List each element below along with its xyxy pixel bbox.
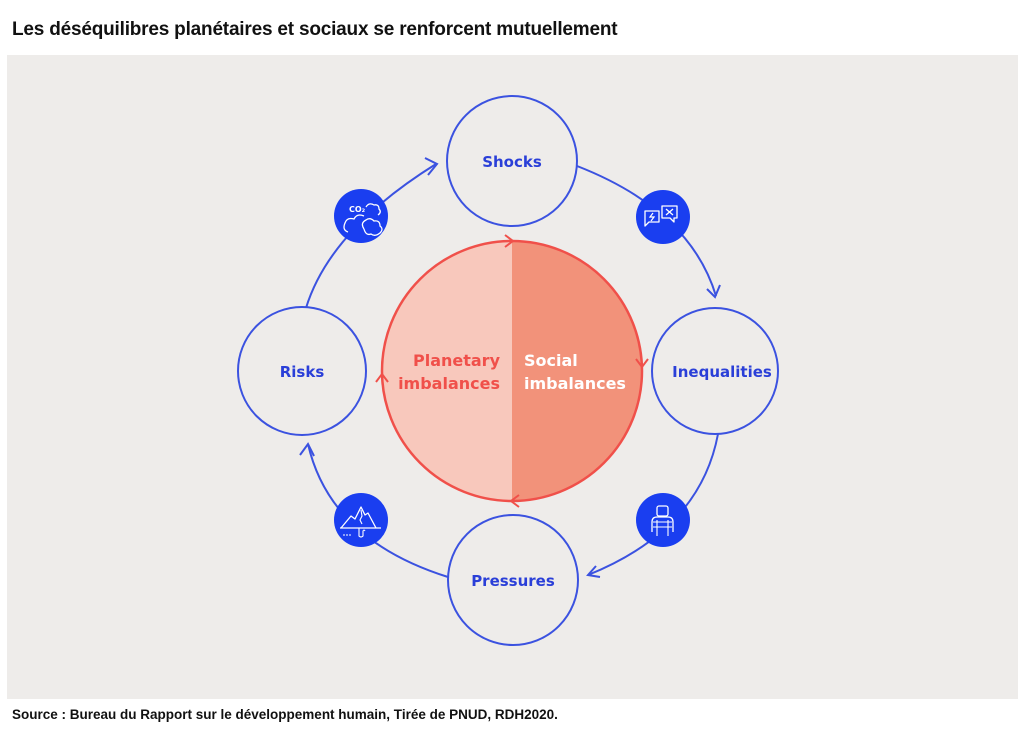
node-shocks: Shocks <box>446 95 578 227</box>
arrowhead-risks <box>299 442 315 457</box>
core-arrow-top <box>504 234 515 248</box>
core-arrowheads <box>375 234 649 508</box>
source-note: Source : Bureau du Rapport sur le dévelo… <box>12 707 558 722</box>
core-arrow-left <box>375 372 389 383</box>
arrowhead-shocks <box>424 157 439 176</box>
node-label-risks: Risks <box>280 363 325 381</box>
melting-iceberg-icon <box>334 493 388 547</box>
page-title: Les déséquilibres planétaires et sociaux… <box>12 19 618 40</box>
person-barrier-icon <box>636 493 690 547</box>
social-half <box>512 241 642 501</box>
arrowhead-pressures <box>586 565 601 578</box>
conflict-speech-bubbles-icon <box>636 190 690 244</box>
node-pressures: Pressures <box>447 514 579 646</box>
co2-text: CO₂ <box>349 205 366 214</box>
social-label-line2: imbalances <box>524 374 626 393</box>
planetary-label-line2: imbalances <box>398 374 500 393</box>
co2-cloud-icon: CO₂ <box>334 189 388 243</box>
node-label-shocks: Shocks <box>482 153 542 171</box>
core-arrow-right <box>635 358 649 369</box>
core-circle: Planetary imbalances Social imbalances <box>375 234 649 508</box>
node-label-inequalities: Inequalities <box>672 363 772 381</box>
arrowhead-inequalities <box>706 284 721 299</box>
planetary-label-line1: Planetary <box>413 351 501 370</box>
node-label-pressures: Pressures <box>471 572 555 590</box>
core-arrow-bottom <box>509 494 520 508</box>
planetary-half <box>382 241 512 501</box>
social-label-line1: Social <box>524 351 578 370</box>
node-inequalities: Inequalities <box>651 307 779 435</box>
node-risks: Risks <box>237 306 367 436</box>
